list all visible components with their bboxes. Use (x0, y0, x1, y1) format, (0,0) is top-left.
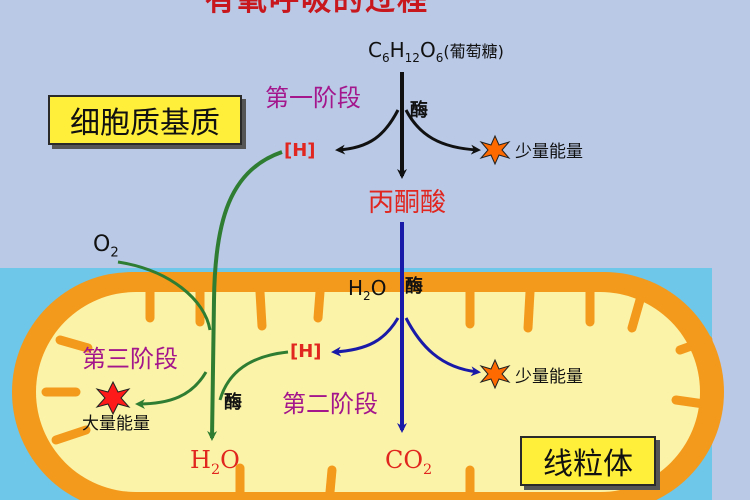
enzyme-label-stage1: 酶 (410, 100, 428, 121)
pyruvate-label: 丙酮酸 (368, 188, 447, 218)
cristae (41, 287, 713, 497)
arrow-stage1-to-h (335, 109, 400, 155)
arrow-o2-to-water (117, 260, 212, 331)
diagram-title: 有氧呼吸的过程 (205, 0, 429, 18)
cytoplasm-region-label: 细胞质基质 (48, 95, 242, 145)
arrow-stage1-to-energy (404, 109, 481, 155)
water-input-label: H2O (348, 276, 387, 303)
glucose-formula: C6H12O6(葡萄糖) (368, 38, 504, 65)
hydrogen-label-top: [H] (284, 140, 316, 161)
small-energy-icon (479, 358, 511, 390)
oxygen-label: O2 (93, 232, 119, 261)
stage3-label: 第三阶段 (82, 345, 178, 373)
stage1-label: 第一阶段 (265, 84, 361, 112)
enzyme-label-stage3: 酶 (224, 392, 242, 413)
large-energy-label: 大量能量 (82, 414, 150, 434)
arrow-h-mid-to-water (218, 350, 289, 401)
small-energy-label-2: 少量能量 (515, 367, 583, 387)
large-energy-icon (95, 380, 131, 416)
arrow-stage3-to-energy (135, 371, 208, 409)
hydrogen-label-mid: [H] (290, 341, 322, 362)
arrow-h-top-to-water (207, 150, 283, 441)
arrow-stage2-to-energy (404, 317, 481, 377)
co2-output-label: CO2 (385, 446, 433, 478)
enzyme-label-stage2: 酶 (405, 276, 423, 297)
mitochondria-region-label: 线粒体 (520, 436, 656, 486)
arrow-stage2-to-h (331, 317, 400, 357)
water-output-label: H2O (190, 446, 240, 478)
stage2-label: 第二阶段 (282, 390, 378, 418)
small-energy-label-1: 少量能量 (515, 142, 583, 162)
small-energy-icon (479, 134, 511, 166)
